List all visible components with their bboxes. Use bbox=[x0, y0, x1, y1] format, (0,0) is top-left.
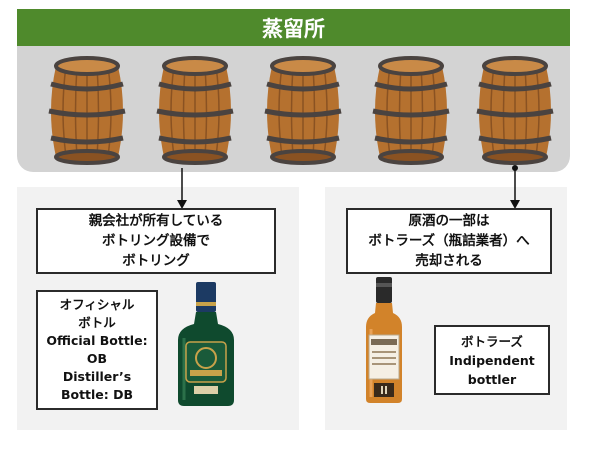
box-line: 売却される bbox=[415, 253, 483, 269]
box-line: ボトラーズ（瓶詰業者）へ bbox=[368, 233, 530, 249]
box-line: 親会社が所有している bbox=[88, 213, 224, 229]
arrow-down-icon bbox=[510, 165, 520, 209]
label-line: ボトル bbox=[78, 315, 116, 330]
green-bottle-icon bbox=[178, 282, 234, 406]
amber-bottle-icon bbox=[366, 277, 402, 403]
raw-spirit-sold-box: 原酒の一部は ボトラーズ（瓶詰業者）へ 売却される bbox=[346, 208, 552, 274]
parent-company-bottling-box: 親会社が所有している ボトリング設備で ボトリング bbox=[36, 208, 276, 274]
label-line: OB bbox=[86, 351, 108, 366]
label-line: Distiller’s bbox=[62, 369, 132, 384]
barrel-icon bbox=[264, 56, 342, 165]
barrel-icon bbox=[48, 56, 126, 165]
label-line: Official Bottle: bbox=[46, 333, 148, 348]
official-bottle-label: オフィシャル ボトル Official Bottle: OB Distiller… bbox=[36, 290, 158, 410]
box-line: ボトリング設備で bbox=[102, 233, 210, 249]
header-title: 蒸留所 bbox=[262, 16, 325, 41]
independent-bottler-label: ボトラーズ Indipendent bottler bbox=[434, 325, 550, 395]
label-line: Indipendent bbox=[449, 352, 535, 368]
barrel-icon bbox=[372, 56, 450, 165]
label-line: オフィシャル bbox=[59, 297, 135, 312]
label-line: bottler bbox=[467, 371, 517, 387]
header-distillery: 蒸留所 bbox=[17, 9, 570, 46]
arrow-down-icon bbox=[177, 168, 187, 209]
label-line: ボトラーズ bbox=[461, 333, 523, 349]
label-line: Bottle: DB bbox=[60, 387, 134, 402]
barrel-icon bbox=[476, 56, 554, 165]
barrel-icon bbox=[156, 56, 234, 165]
box-line: ボトリング bbox=[122, 253, 190, 269]
box-line: 原酒の一部は bbox=[408, 213, 490, 229]
